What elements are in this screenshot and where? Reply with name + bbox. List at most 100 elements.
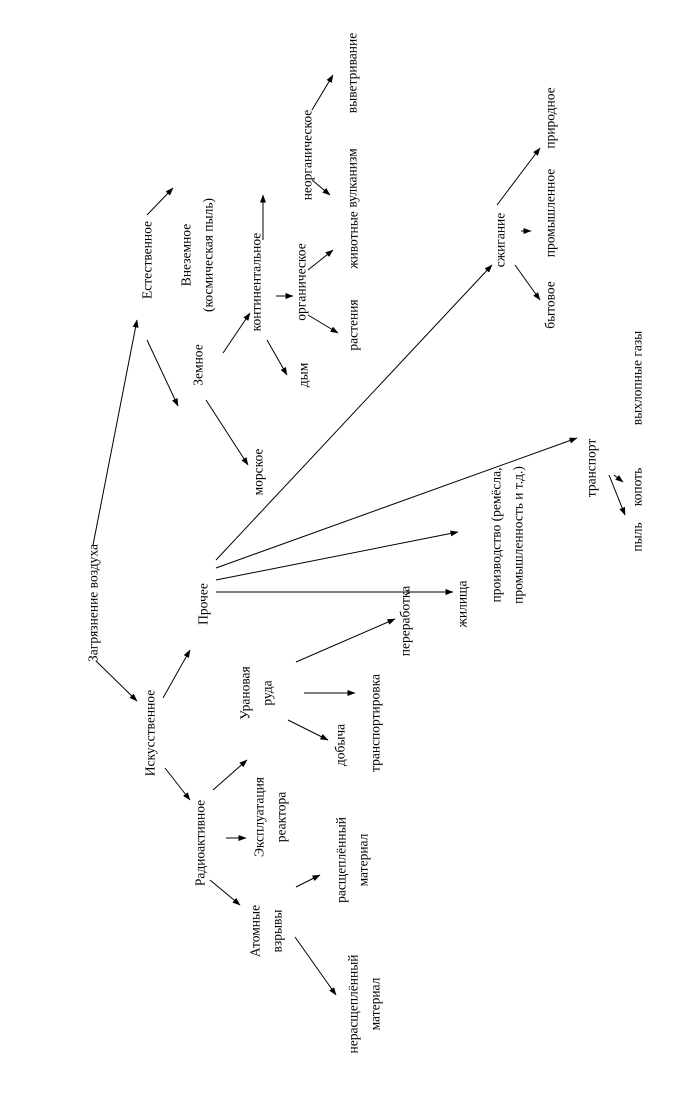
node-label: Загрязнение воздуха [86, 544, 101, 662]
node-nonfissile: нерасщеплённый материал [346, 954, 383, 1053]
node-label: вулканизм [345, 148, 360, 208]
node-industrial: промышленное [543, 169, 558, 258]
node-fissile: расщеплённый материал [334, 817, 371, 903]
node-reactor: Эксплуатация реактора [252, 777, 289, 857]
node-plants: растения [346, 299, 361, 350]
node-artificial: Искусственное [143, 690, 158, 776]
node-label: Атомные [248, 905, 263, 957]
node-label: Естественное [140, 221, 155, 299]
node-dust: пыль [630, 522, 645, 551]
node-label: материал [356, 833, 371, 886]
node-label: копоть [630, 468, 645, 506]
arrow-3 [146, 339, 179, 407]
node-label: реактора [274, 792, 289, 843]
arrow-18 [294, 936, 337, 996]
node-processing: переработка [398, 586, 413, 656]
node-label: Урановая [238, 666, 253, 720]
node-radioactive: Радиоактивное [193, 800, 208, 886]
labels: Загрязнение воздуха Естественное Внеземное… [86, 33, 645, 1054]
node-animals: животные [346, 211, 361, 270]
arrow-19 [295, 874, 321, 888]
arrow-23 [215, 264, 493, 561]
node-label: взрывы [270, 910, 285, 953]
node-label: Искусственное [143, 690, 158, 776]
arrow-13 [164, 767, 191, 801]
arrow-29 [496, 147, 541, 206]
arrow-14 [162, 649, 191, 699]
node-label: Эксплуатация [252, 777, 267, 857]
node-label: континентальное [249, 233, 264, 332]
node-continental: континентальное [249, 233, 264, 332]
arrow-9 [307, 314, 339, 334]
arrow-1 [95, 660, 138, 702]
node-transportation: транспортировка [368, 674, 383, 772]
arrow-31 [514, 264, 541, 301]
arrow-5 [222, 312, 251, 354]
arrow-4 [205, 399, 249, 466]
edges [92, 74, 626, 996]
node-label: выхлопные газы [630, 331, 645, 426]
arrow-15 [209, 879, 241, 906]
arrow-0 [92, 319, 139, 546]
node-natural-burn: природное [543, 87, 558, 148]
node-organic: органическое [294, 243, 309, 320]
arrow-25 [215, 530, 459, 581]
node-natural: Естественное [140, 221, 155, 299]
node-label: промышленность и т.д.) [511, 466, 526, 604]
node-label: жилища [455, 581, 470, 629]
node-label: транспорт [584, 439, 599, 498]
arrow-27 [608, 474, 626, 516]
node-label: расщеплённый [334, 817, 349, 903]
node-label: пыль [630, 522, 645, 551]
node-other: Прочее [196, 583, 211, 625]
node-label: дым [296, 362, 311, 387]
arrow-11 [311, 179, 331, 196]
node-volcanism: вулканизм [345, 148, 360, 208]
arrow-20 [287, 719, 329, 741]
node-dwellings: жилища [455, 581, 470, 629]
node-label: природное [543, 87, 558, 148]
node-label: (космическая пыль) [201, 198, 216, 312]
node-label: промышленное [543, 169, 558, 258]
node-label: переработка [398, 586, 413, 656]
arrow-17 [212, 759, 248, 791]
node-label: выветривание [345, 33, 360, 113]
arrow-10 [307, 249, 334, 271]
node-marine: морское [251, 449, 266, 496]
node-label: транспортировка [368, 674, 383, 772]
node-label: руда [260, 680, 275, 705]
node-atomic: Атомные взрывы [248, 905, 285, 957]
node-smoke: дым [296, 362, 311, 387]
arrow-7 [266, 339, 288, 376]
arrow-28 [613, 474, 624, 483]
node-uranium: Урановая руда [238, 666, 275, 720]
node-label: сжигание [493, 213, 508, 268]
node-transport: транспорт [584, 439, 599, 498]
arrow-12 [311, 74, 334, 111]
node-extraterrestrial: Внеземное (космическая пыль) [179, 198, 216, 312]
node-label: Прочее [196, 583, 211, 625]
node-household: бытовое [543, 281, 558, 329]
node-label: материал [368, 977, 383, 1030]
node-label: нерасщеплённый [346, 954, 361, 1053]
node-label: морское [251, 449, 266, 496]
node-label: органическое [294, 243, 309, 320]
node-label: Внеземное [179, 224, 194, 286]
node-inorganic: неорганическое [300, 110, 315, 201]
node-label: Радиоактивное [193, 800, 208, 886]
node-label: растения [346, 299, 361, 350]
node-root: Загрязнение воздуха [86, 544, 101, 662]
node-soot: копоть [630, 468, 645, 506]
node-label: Земное [191, 344, 206, 385]
node-weathering: выветривание [345, 33, 360, 113]
node-label: производство (ремёсла, [489, 468, 504, 603]
node-production: производство (ремёсла, промышленность и т… [489, 466, 526, 604]
arrow-2 [146, 187, 174, 216]
arrow-24 [215, 437, 578, 569]
arrow-22 [295, 618, 396, 663]
node-label: добыча [333, 724, 348, 766]
node-mining: добыча [333, 724, 348, 766]
node-exhaust: выхлопные газы [630, 331, 645, 426]
node-label: бытовое [543, 281, 558, 329]
